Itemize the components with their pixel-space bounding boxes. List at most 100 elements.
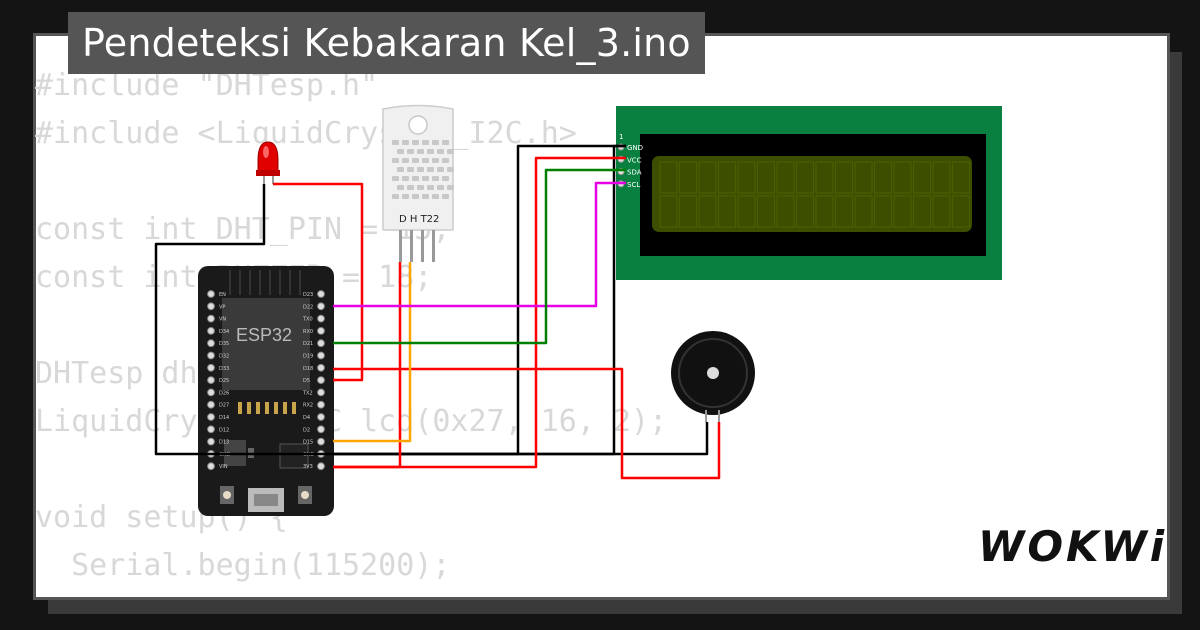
lcd-pin-label: GND <box>627 144 643 152</box>
esp32-left-pin-label: D32 <box>219 354 229 360</box>
dht-grille-slot <box>412 194 419 199</box>
red-led[interactable] <box>256 141 280 184</box>
lcd-cell <box>854 161 873 194</box>
esp32-left-pin-label: D13 <box>219 440 229 446</box>
buzzer-leg <box>718 410 720 422</box>
wire-sda <box>333 168 626 345</box>
dht-grille-slot <box>397 167 404 172</box>
dht22-sensor[interactable]: D H T22 <box>382 104 454 263</box>
esp32-module-pad <box>274 402 278 414</box>
buzzer[interactable] <box>671 331 755 422</box>
lcd-cell <box>737 195 756 228</box>
dht-pin <box>410 230 413 262</box>
esp32-module-pad <box>247 402 251 414</box>
lcd-cell <box>776 195 795 228</box>
esp32-left-pin-label: D14 <box>219 415 229 421</box>
esp32-left-pin-label: D35 <box>219 341 229 347</box>
wire-gnd-buzzer <box>333 422 709 456</box>
lcd-cell <box>874 161 892 194</box>
dht-grille-slot <box>437 149 444 154</box>
lcd-cell <box>718 195 736 228</box>
title-tab: Pendeteksi Kebakaran Kel_3.ino <box>68 12 705 74</box>
dht-grille-slot <box>442 194 449 199</box>
esp32-left-pin <box>207 302 215 311</box>
lcd-cell <box>913 195 931 228</box>
esp32-right-pin <box>317 376 325 385</box>
esp32-module-pad <box>292 402 296 414</box>
esp32-right-pin-label: D15 <box>303 440 313 446</box>
lcd-cell <box>874 195 892 228</box>
dht-grille-slot <box>397 149 404 154</box>
esp32-module-pad <box>256 402 260 414</box>
wire-dht-data <box>333 262 412 443</box>
lcd-cell <box>776 161 795 194</box>
esp32-right-pin <box>317 327 325 335</box>
lcd-cell <box>932 161 951 194</box>
dht-grille-slot <box>432 194 439 199</box>
dht-grille-slot <box>427 167 434 172</box>
lcd-cell <box>757 161 775 194</box>
esp32-right-pin <box>317 400 325 409</box>
lcd-cell <box>932 195 951 228</box>
esp32-left-pin-label: D34 <box>219 329 229 335</box>
dht-grille-slot <box>432 158 439 163</box>
lcd-cell <box>815 161 834 194</box>
esp32-left-pin <box>207 388 215 397</box>
dht-grille-slot <box>402 176 409 181</box>
esp32-right-pin-label: RX2 <box>303 403 313 409</box>
lcd-cell <box>952 161 970 194</box>
esp32-module-pads <box>238 402 296 414</box>
buzzer-ring <box>678 338 748 408</box>
dht-grille-slot <box>417 185 424 190</box>
esp32-left-pin <box>207 363 215 372</box>
wire-gnd-lcd <box>333 144 626 456</box>
lcd-cell <box>737 161 756 194</box>
dht-grille-slot <box>432 176 439 181</box>
wires <box>154 144 721 480</box>
page-title: Pendeteksi Kebakaran Kel_3.ino <box>82 21 691 65</box>
esp32-right-pin-label: D18 <box>303 366 313 372</box>
dht-grille-slot <box>407 185 414 190</box>
esp32-right-pin <box>317 339 325 348</box>
lcd-pin-label: SCL <box>627 181 640 189</box>
dht-grille-slot <box>422 140 429 145</box>
esp32-label: ESP32 <box>236 325 292 345</box>
dht-grille-slot <box>412 140 419 145</box>
dht-grille-slot <box>447 185 454 190</box>
esp32-left-pin-label: VP <box>219 304 225 310</box>
dht-grille-slot <box>442 140 449 145</box>
dht-grille-slot <box>392 158 399 163</box>
led-leg <box>272 176 274 184</box>
lcd-cell <box>835 161 853 194</box>
lcd-cell <box>796 195 814 228</box>
lcd-cell <box>698 195 717 228</box>
dht-grille-slot <box>422 158 429 163</box>
esp32-module <box>222 298 310 390</box>
lcd-cell <box>893 195 912 228</box>
esp32-right-pin <box>317 363 325 372</box>
esp32-right-pin <box>317 425 325 434</box>
dht-grille <box>392 140 454 199</box>
dht-grille-slot <box>427 185 434 190</box>
esp32-left-pin-label: D26 <box>219 390 229 396</box>
wokwi-logo: WOKWi <box>978 522 1168 571</box>
esp32-right-pin-label: TX2 <box>302 390 313 396</box>
dht-grille-slot <box>427 149 434 154</box>
esp32-right-pin-label: D21 <box>303 341 313 347</box>
esp32-right-pin <box>317 351 325 360</box>
wire-vcc-dht <box>333 262 402 469</box>
lcd-cell <box>679 195 697 228</box>
dht-label: D H T22 <box>399 214 439 225</box>
esp32-right-pin-label: D5 <box>303 378 310 384</box>
dht-grille-slot <box>447 167 454 172</box>
dht-grille-slot <box>392 176 399 181</box>
lcd-cell <box>659 195 678 228</box>
dht-grille-slot <box>402 140 409 145</box>
lcd-pin-marker: 1 <box>619 133 623 141</box>
esp32-left-pin <box>207 425 215 434</box>
esp32-right-pin <box>317 462 325 471</box>
